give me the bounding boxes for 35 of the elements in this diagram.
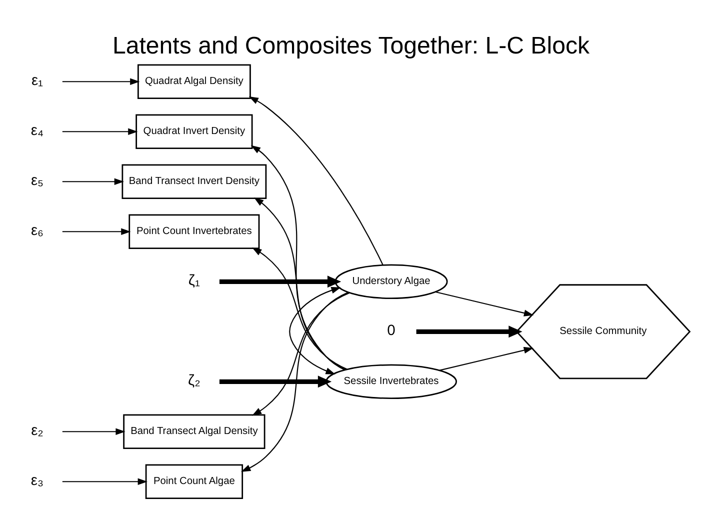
node-text: ε₆ [30,222,44,239]
node-box: Quadrat Algal Density [137,64,251,98]
arrow [241,291,349,472]
node-text: ε₄ [30,122,44,139]
arrow [252,246,348,370]
arrow [252,292,350,416]
node-text: ε₃ [30,472,44,489]
arrow [416,325,522,338]
arrow [250,144,345,370]
arrow [62,478,148,484]
node-box: Point Count Algae [145,464,244,498]
arrow [435,290,534,316]
arrow [62,78,140,84]
arrow [289,286,341,374]
arrow [219,275,342,288]
node-box: Band Transect Invert Density [122,164,267,198]
arrow [62,228,131,234]
arrow [62,428,126,434]
node-ellipse: Understory Algae [334,264,448,298]
node-text: ε₂ [31,422,44,439]
node-box: Point Count Invertebrates [128,214,260,248]
arrow [439,346,534,370]
node-text: 0 [387,322,396,339]
arrow [62,128,138,134]
diagram-title: Latents and Composites Together: L-C Block [112,32,590,60]
node-text: ε₅ [30,172,44,189]
node-box: Band Transect Algal Density [123,414,266,448]
node-text: ζ₁ [188,272,200,289]
arrow [248,96,384,265]
node-text: ζ₂ [188,372,200,389]
arrow [219,375,332,388]
node-text: ε₁ [31,72,44,89]
node-box: Quadrat Invert Density [136,114,253,148]
arrow [62,178,124,184]
arrow [254,197,346,370]
